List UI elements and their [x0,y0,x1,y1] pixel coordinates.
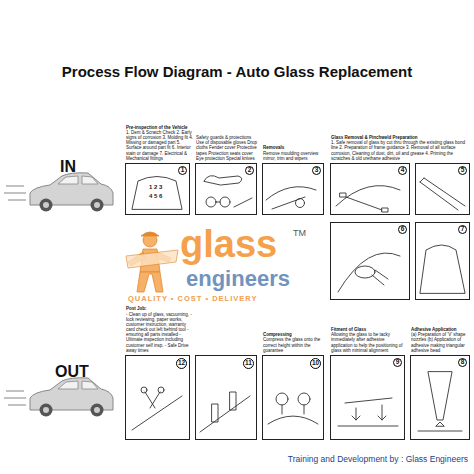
process-step-panel: RemovalsRemove moulding overview mirror,… [262,163,324,215]
windshield-sketch [132,177,182,210]
callout-number: 12 [176,358,187,369]
removal-sketch [266,187,316,209]
step-heading: Post Job: [126,306,194,311]
step-description: Fitment of GlassAllowing the glass to be… [331,327,407,353]
process-step-panel: Glass Removal & Pinchweld Preparation1. … [330,163,410,215]
step-notes: (a) Preparation of 'V' shape nozzles (b)… [411,332,473,353]
step-heading: Removals [263,145,325,150]
cleaning-sketch [338,253,400,292]
process-step-panel: Adhesive Application(a) Preparation of '… [410,355,470,440]
step-description: CompressingCompress the glass onto the c… [263,332,327,353]
car-out [4,378,113,417]
safety-gear-sketch [204,176,252,207]
logo-word: glass [180,224,277,266]
callout-number: 2 [245,166,254,175]
callout-number: 5 [458,166,467,175]
compress-sketch [268,393,318,424]
callout-number: 6 [398,225,407,234]
step-notes: Remove moulding overview mirror, trim an… [263,151,325,161]
callout-number: 3 [312,166,321,175]
step-notes: Compress the glass onto the correct heig… [263,337,327,353]
process-step-panel: Post Job:- Clean up of glass, vacuuming,… [125,355,190,440]
step-heading: Glass Removal & Pinchweld Preparation [331,135,471,140]
credit-note: Training and Development by : Glass Engi… [288,455,468,464]
step-notes: Allowing the glass to be tacky immediate… [331,332,407,353]
step-notes: Safety guards & protections Use of dispo… [196,135,258,161]
process-step-panel: 7 [415,222,470,300]
tagline: QUALITY • COST • DELIVERY [128,295,257,303]
step-description: Glass Removal & Pinchweld Preparation1. … [331,135,471,161]
step-description: Pre-inspection of the Vehicle1. Dent & S… [126,125,194,161]
logo-worker [126,232,178,292]
zone-numbers: 1 2 3 [149,184,162,191]
adhesive-sketch [418,372,462,431]
callout-number: 7 [458,225,467,234]
step-heading: Fitment of Glass [331,327,407,332]
cut-out-sketch [336,186,400,212]
process-step-panel: 11 [195,355,257,440]
step-heading: Adhesive Application [411,327,473,332]
final-check-sketch [132,387,182,430]
trademark: TM [293,229,306,239]
tape-sketch [200,392,250,432]
in-label: IN [60,158,76,176]
callout-number: 8 [458,358,467,367]
step-notes: 1. Safe removal of glass by cut thru thr… [331,140,471,161]
callout-number: 1 [178,166,187,175]
step-notes: - Clean up of glass, vacuuming, - lock r… [126,312,194,353]
process-step-panel: Safety guards & protections Use of dispo… [195,163,257,215]
process-step-panel: CompressingCompress the glass onto the c… [262,355,324,440]
step-description: Safety guards & protections Use of dispo… [196,135,258,161]
step-heading: Pre-inspection of the Vehicle [126,125,194,130]
process-step-panel: 6 [330,222,410,300]
zone-numbers: 4 5 6 [149,193,162,200]
callout-number: 11 [243,358,254,369]
car-in [4,173,113,212]
callout-number: 9 [393,358,402,367]
step-heading: Compressing [263,332,327,337]
new-glass-sketch [420,245,465,293]
step-description: RemovalsRemove moulding overview mirror,… [263,145,325,161]
step-notes: 1. Dent & Scratch Check 2. Early signs o… [126,130,194,161]
callout-number: 4 [398,166,407,175]
step-description: Adhesive Application(a) Preparation of '… [411,327,473,353]
out-label: OUT [55,363,89,381]
logo-word: engineers [186,267,290,291]
callout-number: 10 [310,358,321,369]
diagram-title: Process Flow Diagram - Auto Glass Replac… [0,63,474,80]
step-description: Post Job:- Clean up of glass, vacuuming,… [126,306,194,353]
fitment-sketch [338,398,398,426]
process-step-panel: 5 [415,163,470,215]
process-step-panel: Fitment of GlassAllowing the glass to be… [330,355,405,440]
frame-sketch [420,178,465,210]
